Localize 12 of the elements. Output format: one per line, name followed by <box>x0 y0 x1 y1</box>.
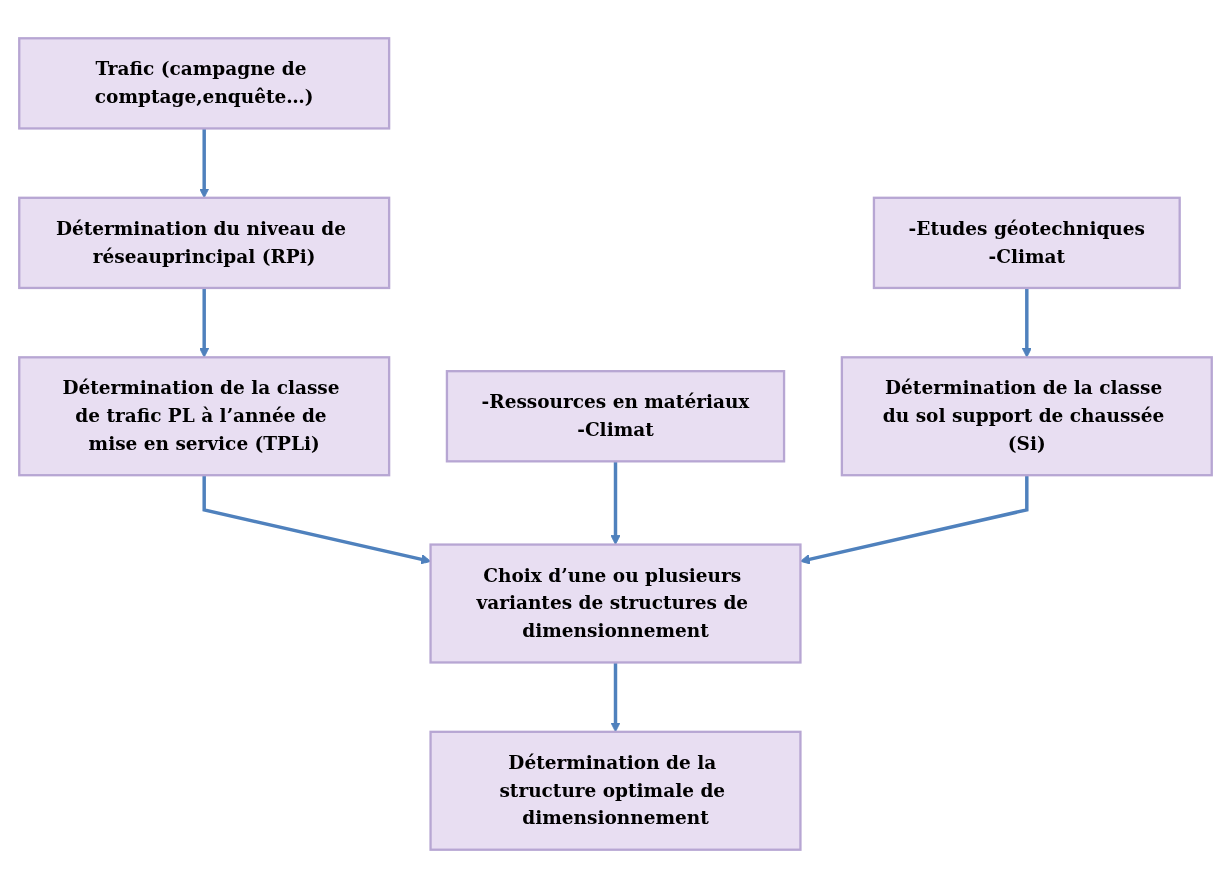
node-box: Détermination de la structure optimale de dimensionnement <box>429 730 802 851</box>
node-box: Choix d’une ou plusieurs variantes de structures de dimensionnement <box>429 543 802 664</box>
node-box: Trafic (campagne de comptage,enquête…) <box>18 37 391 130</box>
arrow <box>1021 287 1032 358</box>
arrow <box>199 287 210 358</box>
node-box: Détermination du niveau de réseauprincipal (RPi) <box>18 196 391 290</box>
arrow <box>202 475 431 565</box>
node-box: Détermination de la classe de trafic PL à l’année de mise en service (TPLi) <box>18 356 391 477</box>
node-box: Détermination de la classe du sol support de chaussée (Si) <box>840 356 1213 477</box>
arrow <box>800 475 1029 565</box>
node-box: -Ressources en matériaux -Climat <box>445 370 786 463</box>
node-box: -Etudes géotechniques -Climat <box>872 196 1181 290</box>
